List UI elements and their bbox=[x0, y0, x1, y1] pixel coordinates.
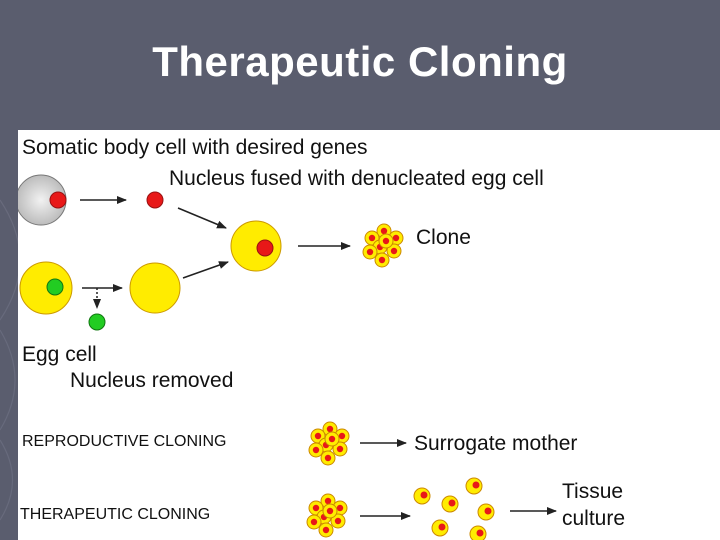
label-egg-cell: Egg cell bbox=[22, 343, 97, 366]
label-nucleus-fused: Nucleus fused with denucleated egg cell bbox=[169, 167, 544, 190]
clone-cell-cluster bbox=[362, 223, 404, 268]
slide-title: Therapeutic Cloning bbox=[152, 38, 568, 85]
label-clone: Clone bbox=[416, 226, 471, 249]
extracted-nucleus bbox=[146, 191, 164, 209]
fused-egg-cell bbox=[230, 220, 282, 272]
removed-egg-nucleus bbox=[88, 313, 106, 331]
label-therapeutic-cloning: THERAPEUTIC CLONING bbox=[20, 506, 210, 523]
label-surrogate-mother: Surrogate mother bbox=[414, 432, 577, 455]
arrow-denucleated-to-fused bbox=[182, 261, 229, 279]
therapeutic-cell-cluster bbox=[306, 493, 348, 538]
dispersed-cells bbox=[413, 477, 495, 540]
label-tissue: Tissue bbox=[562, 480, 623, 503]
cloning-diagram: Somatic body cell with desired genes Nuc… bbox=[18, 136, 625, 540]
denucleated-egg-cell bbox=[129, 262, 181, 314]
reproductive-cell-cluster bbox=[308, 421, 350, 466]
label-reproductive-cloning: REPRODUCTIVE CLONING bbox=[22, 433, 226, 450]
label-somatic-cell: Somatic body cell with desired genes bbox=[22, 136, 368, 159]
egg-cell bbox=[19, 261, 73, 315]
diagram-panel: Somatic body cell with desired genes Nuc… bbox=[18, 130, 720, 540]
somatic-cell bbox=[18, 174, 67, 226]
label-culture: culture bbox=[562, 507, 625, 530]
arrow-nucleus-to-fused bbox=[177, 207, 227, 229]
label-nucleus-removed: Nucleus removed bbox=[70, 369, 233, 392]
